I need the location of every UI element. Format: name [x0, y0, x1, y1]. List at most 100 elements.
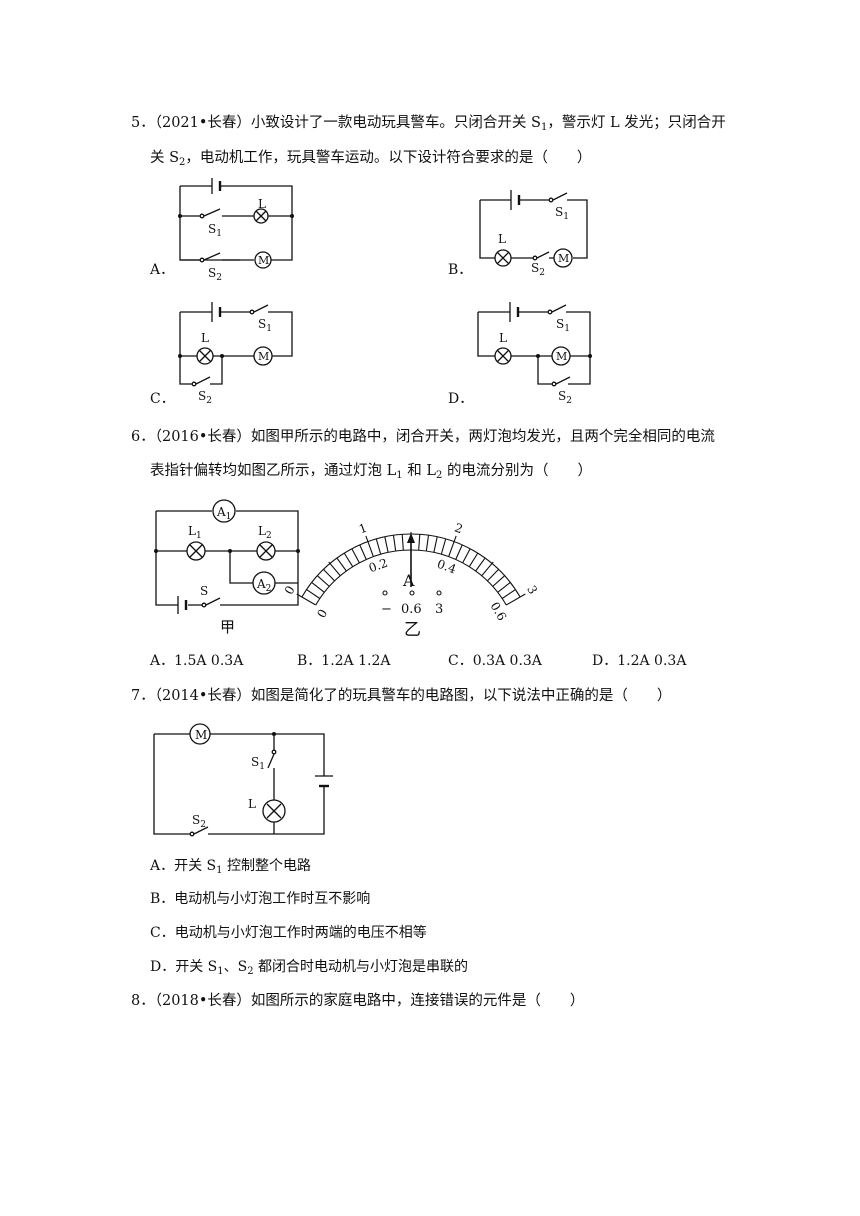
- dial-tick: [497, 581, 511, 593]
- dial-tick: [375, 538, 382, 555]
- svg-text:L: L: [498, 232, 506, 246]
- dial-tick: [440, 538, 447, 555]
- svg-text:A2: A2: [256, 577, 271, 594]
- dial-tick: [492, 575, 506, 587]
- q7-line1: 7．（2014•长春）如图是简化了的玩具警车的电路图，以下说法中正确的是（ ）: [131, 688, 672, 704]
- q5-option-b[interactable]: B．: [448, 262, 473, 278]
- motor-icon: [253, 346, 273, 366]
- figure-label-yi: 乙: [404, 620, 421, 640]
- svg-text:M: M: [558, 252, 569, 265]
- dial-label-top: 1: [357, 521, 369, 537]
- q5-circuit-b: L M S1 S2: [479, 190, 588, 278]
- s1-label: S: [208, 222, 216, 236]
- q5-option-c[interactable]: C．: [150, 391, 175, 407]
- dial-tick: [359, 544, 367, 560]
- motor-icon: [189, 723, 211, 745]
- q5-line2: 关 S2，电动机工作，玩具警车运动。以下设计符合要求的是（ ）: [150, 150, 592, 168]
- svg-text:S2: S2: [198, 389, 212, 406]
- terminal-minus: −: [381, 602, 392, 617]
- dial-tick: [306, 589, 321, 599]
- dial-tick: [475, 557, 486, 572]
- dial-tick: [365, 535, 374, 557]
- q6-option-d[interactable]: D．1.2A 0.3A: [592, 653, 687, 669]
- dial-tick: [433, 536, 438, 553]
- dial-tick: [316, 575, 330, 587]
- q5-line1: 5．（2021•长春）小致设计了一款电动玩具警车。只闭合开关 S1，警示灯 L …: [131, 115, 726, 133]
- q7-option-c[interactable]: C．电动机与小灯泡工作时两端的电压不相等: [150, 925, 427, 941]
- svg-text:M: M: [556, 350, 567, 363]
- dial-tick: [462, 548, 471, 564]
- dial-tick: [505, 593, 526, 606]
- dial-tick: [351, 548, 360, 564]
- dial-label-top: 2: [453, 520, 465, 536]
- dial-tick: [448, 535, 457, 557]
- dial-tick: [455, 544, 463, 560]
- dial-tick: [425, 535, 430, 552]
- q5-option-d[interactable]: D．: [448, 391, 474, 407]
- svg-text:L1: L1: [188, 524, 202, 541]
- svg-text:S2: S2: [208, 266, 222, 283]
- q7-option-b[interactable]: B．电动机与小灯泡工作时互不影响: [150, 891, 371, 907]
- dial-tick: [392, 535, 397, 552]
- dial-label-bottom: 0.2: [367, 556, 390, 576]
- dial-tick: [501, 589, 516, 599]
- svg-text:L: L: [499, 331, 507, 345]
- svg-text:S2: S2: [558, 389, 572, 406]
- s2-label: S: [208, 266, 216, 280]
- svg-text:S1: S1: [208, 222, 222, 239]
- dial-label-bottom: 0.6: [488, 600, 510, 624]
- dial-tick: [311, 581, 325, 593]
- dial-tick: [336, 557, 347, 572]
- dial-tick: [328, 561, 341, 577]
- q5-circuit-a: L M S1 S2: [178, 178, 294, 283]
- q5-option-a[interactable]: A．: [150, 262, 175, 278]
- dial-tick: [468, 552, 479, 568]
- motor-icon: [553, 248, 573, 268]
- svg-text:L2: L2: [258, 524, 272, 541]
- q7-circuit: M S1 L S2: [153, 723, 333, 837]
- q6-line1: 6．（2016•长春）如图甲所示的电路中，闭合开关，两灯泡均发光，且两个完全相同…: [131, 429, 715, 445]
- svg-text:L: L: [201, 331, 209, 345]
- terminal-0-6: 0.6: [401, 602, 422, 617]
- svg-text:M: M: [195, 728, 207, 742]
- q6-line2: 表指针偏转均如图乙所示，通过灯泡 L1 和 L2 的电流分别为（ ）: [150, 463, 592, 481]
- dial-label-bottom: 0.4: [435, 557, 458, 577]
- svg-text:A1: A1: [216, 505, 231, 522]
- q6-option-a[interactable]: A．1.5A 0.3A: [150, 653, 244, 669]
- terminal-3: 3: [435, 602, 443, 617]
- q7-option-d[interactable]: D．开关 S1、S2 都闭合时电动机与小灯泡是串联的: [150, 959, 469, 977]
- dial-tick: [418, 534, 421, 551]
- motor-label: M: [258, 254, 269, 267]
- q6-option-b[interactable]: B．1.2A 1.2A: [297, 653, 391, 669]
- q5-circuit-d: L M S1 S2: [477, 302, 592, 406]
- svg-text:S2: S2: [531, 261, 545, 278]
- dial-tick: [481, 561, 494, 577]
- svg-text:S2: S2: [192, 813, 206, 830]
- svg-text:S1: S1: [251, 755, 265, 772]
- motor-icon: [254, 251, 272, 269]
- svg-text:S: S: [200, 584, 208, 598]
- ammeter-a1-icon: [212, 499, 236, 523]
- figure-label-jia: 甲: [220, 618, 235, 636]
- svg-text:S1: S1: [258, 317, 272, 334]
- dial-tick: [343, 552, 354, 568]
- dial-tick: [401, 534, 404, 551]
- q5-circuit-c: L M S1 S2: [178, 302, 293, 406]
- svg-text:S1: S1: [555, 205, 569, 222]
- svg-text:S1: S1: [556, 317, 570, 334]
- q6-figure-jia: A1 A2 L1 L2 S 甲: [154, 499, 300, 636]
- ammeter-a2-icon: [252, 571, 276, 595]
- q6-option-c[interactable]: C．0.3A 0.3A: [448, 653, 542, 669]
- dial-label-top: 3: [524, 583, 540, 597]
- q7-option-a[interactable]: A．开关 S1 控制整个电路: [150, 858, 311, 876]
- dial-tick: [384, 536, 389, 553]
- dial-unit: A: [402, 571, 415, 590]
- lamp-label: L: [258, 197, 266, 211]
- svg-text:L: L: [248, 797, 256, 811]
- dial-label-bottom: 0: [314, 607, 330, 621]
- motor-icon: [551, 346, 571, 366]
- dial-tick: [296, 593, 317, 606]
- dial-tick: [487, 568, 499, 582]
- q8-line1: 8．（2018•长春）如图所示的家庭电路中，连接错误的元件是（ ）: [131, 993, 585, 1009]
